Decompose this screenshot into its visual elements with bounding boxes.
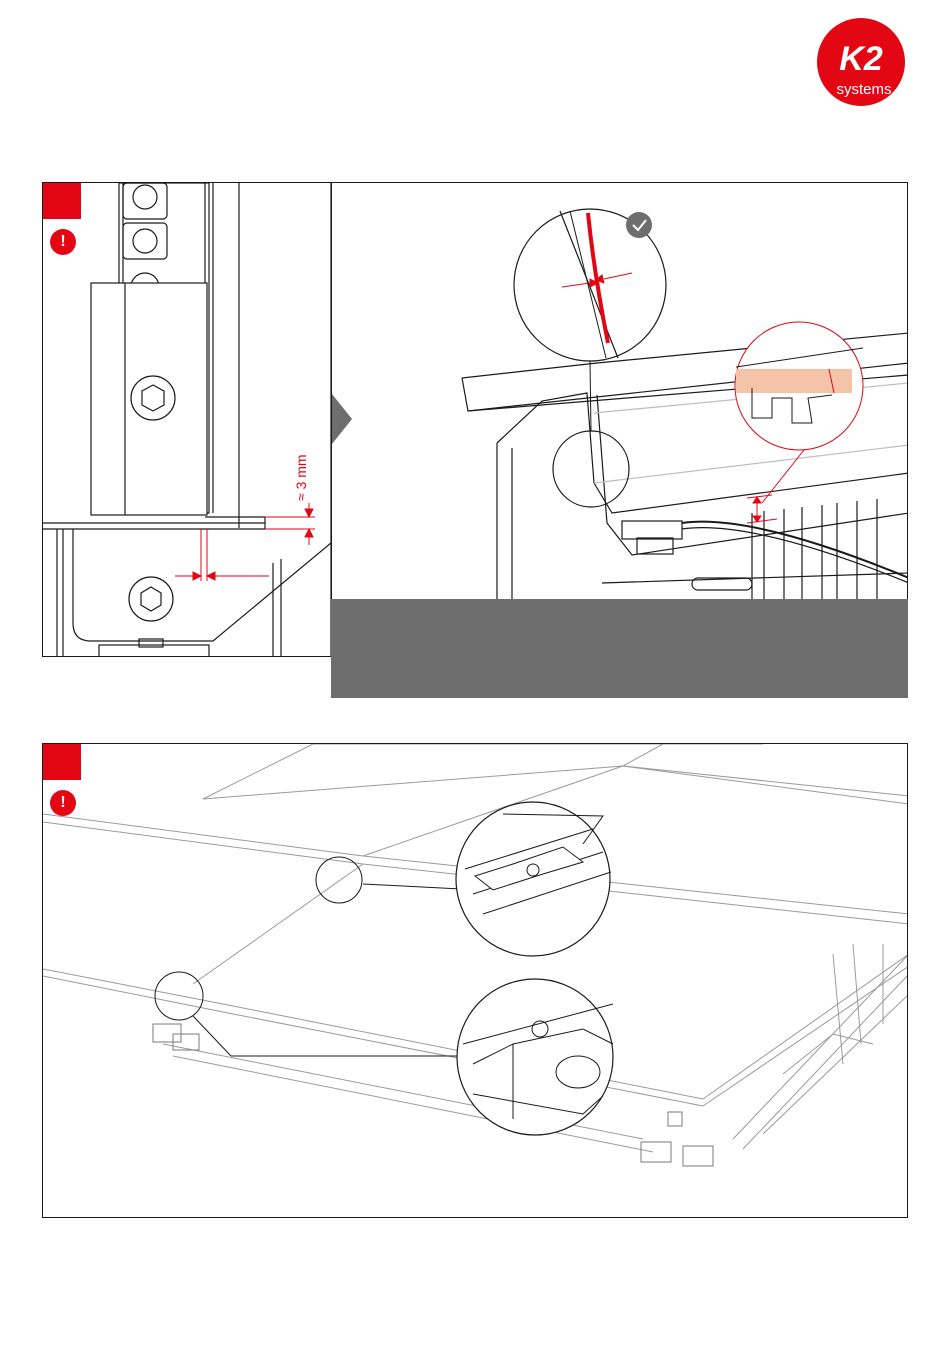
caption-bar	[331, 599, 908, 698]
module-array-drawing	[43, 744, 908, 1218]
clamp-detail-drawing	[43, 183, 332, 657]
step1-number-box	[43, 183, 81, 219]
module-edge-drawing	[332, 183, 908, 657]
logo-k2-text: K2	[839, 40, 883, 78]
triangle-right-icon	[332, 379, 352, 459]
step2-number-box	[43, 744, 81, 780]
warning-icon: !	[50, 790, 76, 816]
logo-systems-text: systems	[836, 81, 891, 98]
step1-right-overview-panel	[331, 182, 908, 657]
k2-systems-logo: K2 systems	[812, 18, 910, 106]
step1-left-detail-panel: !	[42, 182, 332, 657]
check-icon	[626, 212, 652, 238]
gap-dimension-label: ≈ 3 mm	[293, 454, 309, 501]
warning-icon: !	[50, 229, 76, 255]
step2-panel: !	[42, 743, 908, 1218]
